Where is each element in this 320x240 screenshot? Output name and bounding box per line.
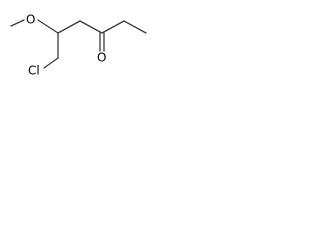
bond-c4-c3 [79,20,103,34]
chlorine-label: Cl [28,64,40,78]
bond-c3-c2 [101,20,125,34]
bond-c2-c1 [123,20,147,34]
methoxy-oxygen-label: O [26,13,35,27]
molecule-structure: O O Cl [10,13,147,78]
bond-methyl-methoxy-o [10,19,25,27]
bond-methoxy-o-c5 [37,19,59,34]
carbonyl-oxygen-label: O [97,51,106,65]
bond-c6-cl [43,57,59,69]
bond-c5-c4 [57,20,81,34]
